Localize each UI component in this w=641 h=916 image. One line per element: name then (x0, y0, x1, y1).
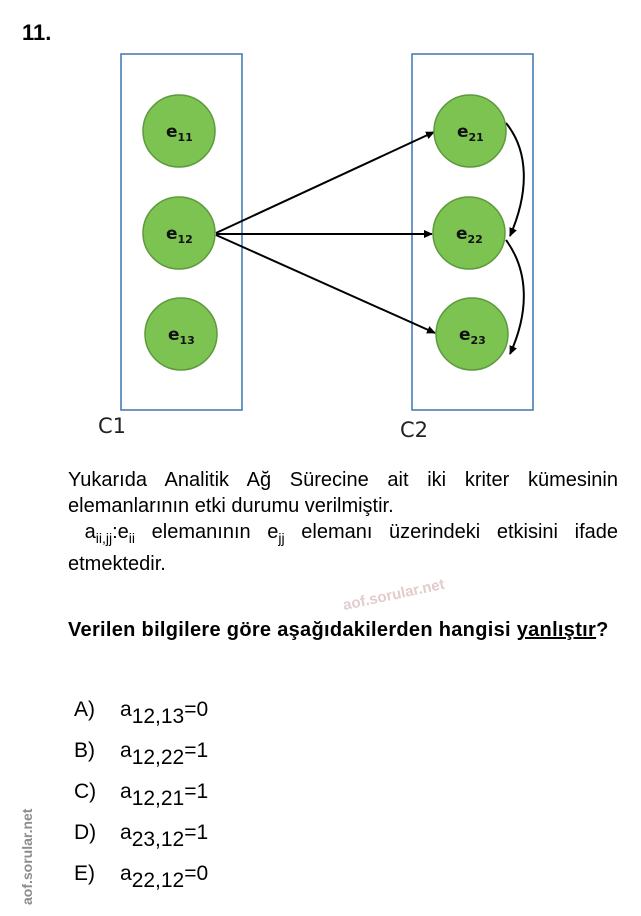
watermark-side: aof.sorular.net (19, 808, 35, 905)
option-a[interactable]: A)a12,13=0 (74, 698, 209, 728)
stem-intro: Yukarıda Analitik Ağ Sürecine ait iki kr… (68, 469, 618, 517)
node-e22 (432, 196, 506, 270)
network-diagram: e11 e12 e13 e21 e22 e23 (120, 53, 534, 411)
node-e23 (435, 297, 509, 371)
option-e[interactable]: E)a22,12=0 (74, 862, 209, 892)
node-e13 (144, 297, 218, 371)
answer-options: A)a12,13=0 B)a12,22=1 C)a12,21=1 D)a23,1… (74, 698, 208, 903)
option-b[interactable]: B)a12,22=1 (74, 739, 209, 769)
node-e21 (433, 94, 507, 168)
cluster-c2-box (411, 53, 534, 411)
question-number: 11. (22, 20, 52, 45)
question-prompt: Verilen bilgilere göre aşağıdakilerden h… (68, 619, 609, 641)
question-stem: Yukarıda Analitik Ağ Sürecine ait iki kr… (68, 467, 618, 577)
option-c[interactable]: C)a12,21=1 (74, 780, 209, 810)
option-d[interactable]: D)a23,12=1 (74, 821, 209, 851)
emphasis-wrong: yanlıştır (516, 619, 597, 641)
node-e11 (142, 94, 216, 168)
node-e12 (142, 196, 216, 270)
cluster-label-c1: C1 (98, 414, 127, 438)
stem-definition: aii,jj:eii elemanının ejj elemanı üzerin… (68, 521, 618, 575)
watermark-center: aof.sorular.net (341, 575, 447, 614)
cluster-label-c2: C2 (400, 418, 429, 442)
cluster-c1-box (120, 53, 243, 411)
